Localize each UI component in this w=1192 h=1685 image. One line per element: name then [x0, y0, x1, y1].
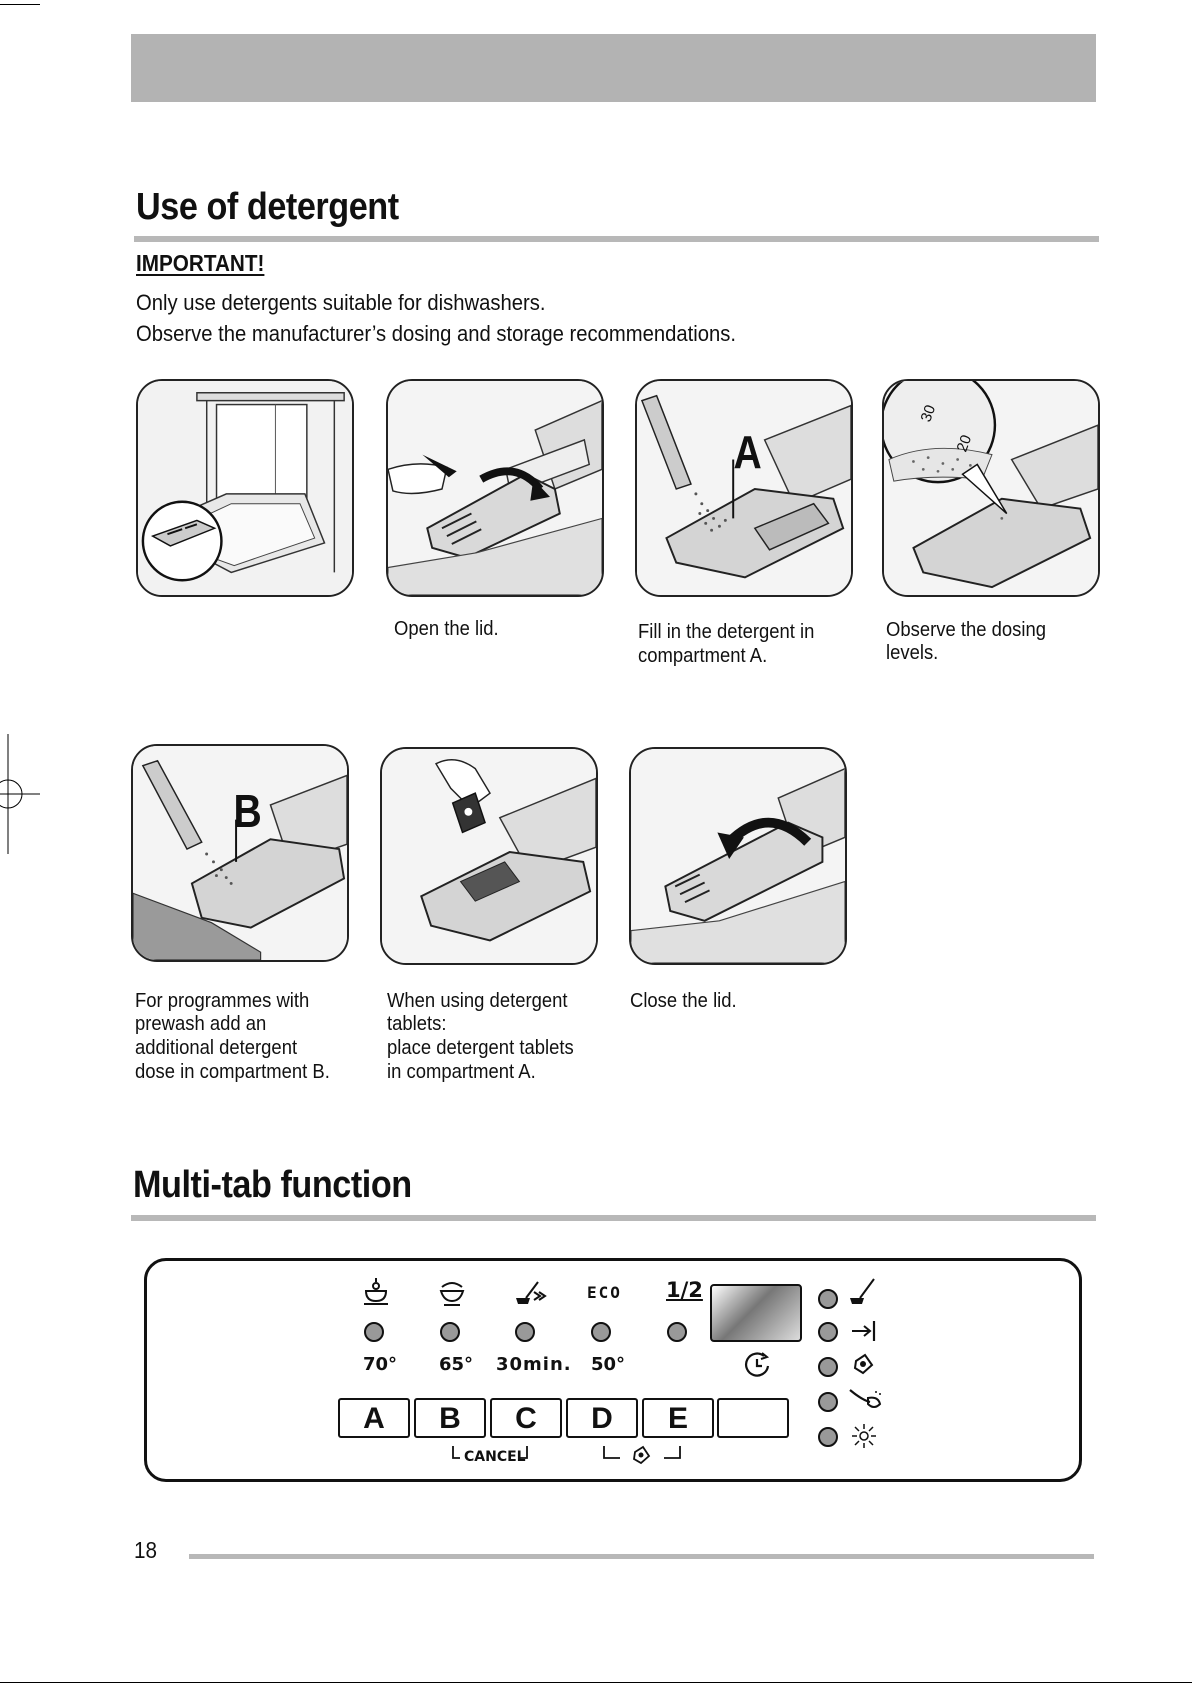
- caption-open-lid: Open the lid.: [394, 617, 499, 640]
- led-programme-e: [667, 1322, 687, 1342]
- caption-tablet-line-3: place detergent tablets: [387, 1036, 574, 1059]
- figure-close-lid: [629, 747, 847, 965]
- cancel-label: CANCEL: [464, 1449, 526, 1465]
- multitab-bracket: [602, 1446, 682, 1472]
- figure-fill-compartment-b: B: [131, 744, 349, 962]
- led-indicator-1: [818, 1289, 838, 1309]
- caption-dosing-line-1: Observe the dosing: [886, 618, 1047, 641]
- control-panel: [144, 1258, 1082, 1482]
- section-title-multitab: Multi-tab function: [133, 1164, 412, 1206]
- display-screen: [710, 1284, 802, 1342]
- footer-rule: [189, 1554, 1094, 1559]
- important-label: IMPORTANT!: [136, 250, 265, 276]
- section-title-detergent: Use of detergent: [136, 186, 399, 228]
- caption-fill-a-line-2: compartment A.: [638, 644, 768, 667]
- led-indicator-2: [818, 1322, 838, 1342]
- led-indicator-5: [818, 1427, 838, 1447]
- figure-detergent-tablet: [380, 747, 598, 965]
- cancel-bracket: [452, 1446, 528, 1468]
- key-e-button[interactable]: E: [642, 1398, 714, 1438]
- salt-icon: [848, 1386, 884, 1412]
- figure-fill-compartment-a: A: [635, 379, 853, 597]
- led-programme-d: [591, 1322, 611, 1342]
- bowl-icon: [436, 1277, 468, 1307]
- caption-fill-a-line-1: Fill in the detergent in: [638, 620, 815, 643]
- rinse-aid-icon: [851, 1423, 877, 1449]
- figure-open-dishwasher: [136, 379, 354, 597]
- header-band: [131, 34, 1096, 102]
- temp-label-a: 70°: [363, 1354, 398, 1375]
- caption-tablet-line-4: in compartment A.: [387, 1060, 536, 1083]
- key-b-button[interactable]: B: [414, 1398, 486, 1438]
- caption-dosing-line-2: levels.: [886, 641, 939, 664]
- temp-label-b: 65°: [439, 1354, 474, 1375]
- tablet-icon: [851, 1352, 875, 1376]
- caption-tablet-line-1: When using detergent: [387, 989, 568, 1012]
- key-c-button[interactable]: C: [490, 1398, 562, 1438]
- led-programme-a: [364, 1322, 384, 1342]
- brush-icon: [848, 1276, 880, 1306]
- intro-line-1: Only use detergents suitable for dishwas…: [136, 290, 546, 315]
- section-rule-2: [131, 1215, 1096, 1221]
- led-programme-c: [515, 1322, 535, 1342]
- arrow-end-icon: [850, 1318, 878, 1344]
- caption-b-line-4: dose in compartment B.: [135, 1060, 330, 1083]
- eco-label: ECO: [587, 1283, 622, 1302]
- start-key-button[interactable]: [717, 1398, 789, 1438]
- caption-b-line-3: additional detergent: [135, 1036, 298, 1059]
- compartment-b-label: B: [233, 785, 262, 837]
- temp-label-c: 30min.: [496, 1354, 572, 1375]
- key-d-button[interactable]: D: [566, 1398, 638, 1438]
- tablet-icon-bracket: [630, 1444, 652, 1466]
- led-indicator-4: [818, 1392, 838, 1412]
- caption-b-line-2: prewash add an: [135, 1012, 267, 1035]
- temp-label-d: 50°: [591, 1354, 626, 1375]
- pot-icon: [360, 1275, 392, 1307]
- caption-b-line-1: For programmes with: [135, 989, 310, 1012]
- section-rule: [134, 236, 1099, 242]
- key-a-button[interactable]: A: [338, 1398, 410, 1438]
- caption-tablet-line-2: tablets:: [387, 1012, 447, 1035]
- caption-close-lid: Close the lid.: [630, 989, 737, 1012]
- figure-open-lid: [386, 379, 604, 597]
- brush-quick-icon: [512, 1276, 548, 1308]
- figure-dosing-levels: 30 20: [882, 379, 1100, 597]
- compartment-a-label: A: [733, 426, 762, 478]
- led-programme-b: [440, 1322, 460, 1342]
- half-load-label: 1/2: [666, 1278, 703, 1302]
- intro-line-2: Observe the manufacturer’s dosing and st…: [136, 321, 737, 346]
- delay-timer-icon: [742, 1350, 772, 1380]
- registration-mark: [0, 734, 40, 854]
- led-indicator-3: [818, 1357, 838, 1377]
- page-number: 18: [134, 1537, 158, 1563]
